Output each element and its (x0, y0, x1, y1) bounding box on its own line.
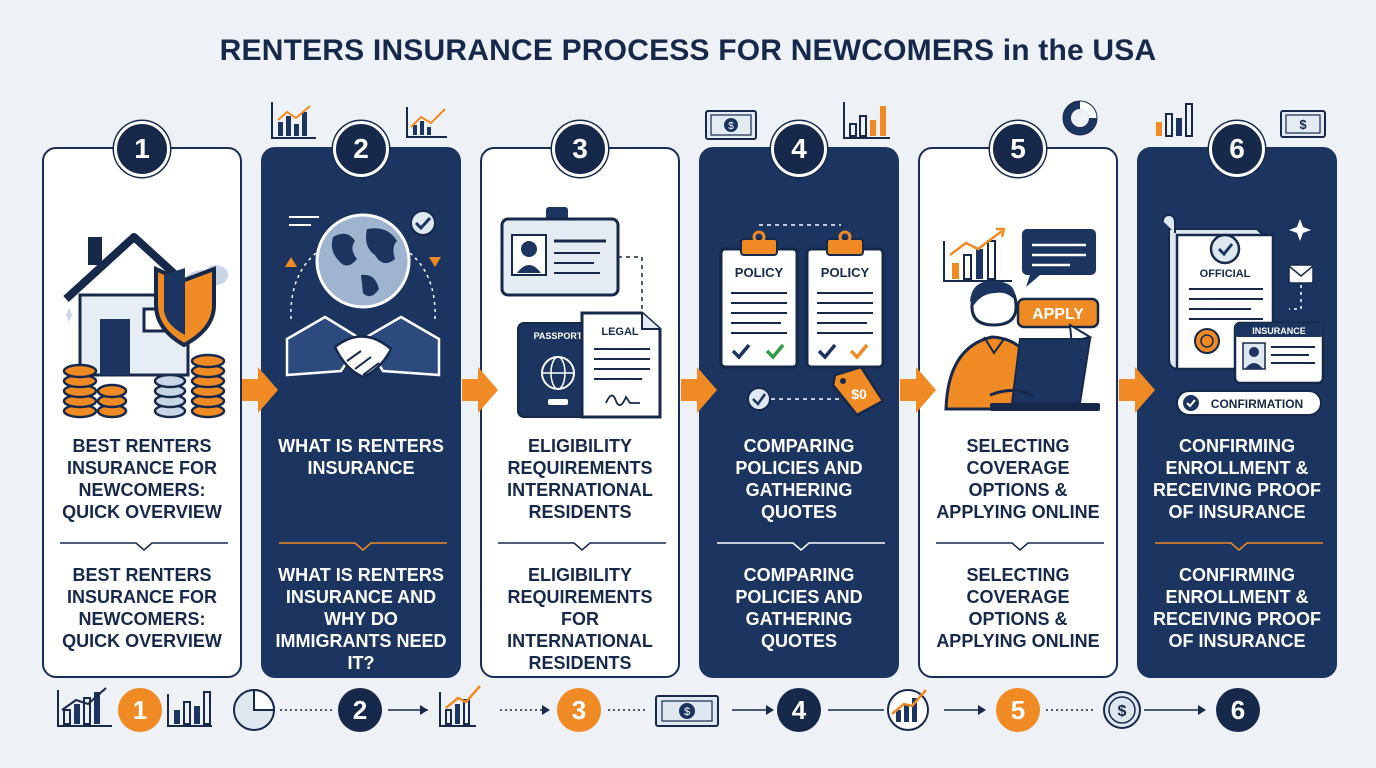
divider (717, 542, 885, 551)
bar-chart-icon (167, 691, 212, 727)
divider (279, 542, 447, 551)
step-card-6: 6 OFFICIAL INSURANCE CONFIRMATION CONFIR… (1137, 121, 1337, 678)
arrow-right-icon (242, 367, 278, 413)
step-number-badge: 6 (1209, 121, 1265, 177)
policy-clipboards-icon: POLICY POLICY $0 (719, 224, 885, 417)
id-passport-legal-icon: PASSPORT LEGAL (500, 207, 662, 419)
timeline-step-5: 5 (996, 688, 1040, 732)
passport-label: PASSPORT (534, 331, 583, 341)
step-card-3: 3 PASSPORT LEGAL ELIGIBILITY REQUIREMENT… (480, 121, 680, 678)
step-heading: ELIGIBILITY REQUIREMENTS INTERNATIONAL R… (507, 436, 653, 522)
official-label: OFFICIAL (1200, 268, 1251, 280)
line-chart-icon (439, 685, 481, 727)
divider (498, 542, 666, 551)
page-title: RENTERS INSURANCE PROCESS FOR NEWCOMERS … (219, 34, 1157, 67)
svg-text:$: $ (684, 706, 690, 718)
step-heading: BEST RENTERS INSURANCE FOR NEWCOMERS: QU… (62, 436, 222, 522)
money-bill-icon: $ (705, 110, 757, 140)
legal-label: LEGAL (601, 326, 639, 338)
step-heading: SELECTING COVERAGE OPTIONS & APPLYING ON… (936, 436, 1100, 522)
step-card-2: 2 WHAT IS RENTERS INSURANCE WHAT IS RENT… (261, 121, 461, 678)
bar-chart-icon (843, 102, 890, 139)
timeline-step-6: 6 (1216, 688, 1260, 732)
price-tag-label: $0 (851, 386, 867, 402)
step-card-4: 4 POLICY POLICY $0 COMPARING POLICIES AN… (699, 121, 899, 678)
arrow-right-icon (900, 367, 936, 413)
step-heading: COMPARING POLICIES AND GATHERING QUOTES (735, 436, 863, 522)
svg-text:$: $ (1118, 703, 1127, 720)
step-subheading: CONFIRMING ENROLLMENT & RECEIVING PROOF … (1152, 565, 1322, 651)
house-shield-coins-icon (62, 233, 228, 419)
step-heading: WHAT IS RENTERS INSURANCE (278, 436, 444, 478)
divider (936, 542, 1104, 551)
step-number-badge: 5 (990, 121, 1046, 177)
bar-chart-icon (271, 102, 316, 139)
policy-label-b: POLICY (821, 265, 870, 280)
insurance-card-label: INSURANCE (1252, 326, 1306, 336)
svg-text:$: $ (728, 121, 734, 132)
line-chart-icon (57, 687, 112, 727)
dollar-coin-icon: $ (1103, 691, 1141, 729)
svg-text:$: $ (1299, 117, 1307, 132)
bar-chart-icon (1156, 103, 1193, 137)
growth-chart-icon (887, 689, 929, 731)
official-document-confirmation-icon: OFFICIAL INSURANCE CONFIRMATION (1162, 213, 1325, 416)
arrow-right-icon (462, 367, 498, 413)
timeline-step-1: 1 (118, 688, 162, 732)
step-subheading: SELECTING COVERAGE OPTIONS & APPLYING ON… (936, 565, 1100, 651)
step-number-badge: 4 (771, 121, 827, 177)
arrow-right-icon (681, 367, 717, 413)
divider (60, 542, 228, 551)
step-subheading: WHAT IS RENTERS INSURANCE AND WHY DO IMM… (275, 565, 447, 673)
bottom-timeline: $ $ (57, 685, 1206, 731)
apply-button-label: APPLY (1032, 306, 1084, 323)
policy-label-a: POLICY (735, 265, 784, 280)
timeline-step-3: 3 (557, 688, 601, 732)
step-subheading: COMPARING POLICIES AND GATHERING QUOTES (735, 565, 863, 651)
person-laptop-apply-icon: APPLY (943, 227, 1100, 411)
donut-chart-icon (1062, 100, 1098, 136)
line-chart-icon (406, 107, 447, 138)
timeline-step-2: 2 (338, 688, 382, 732)
step-card-5: 5 APPLY SELECTING COVERAGE OPTIONS & APP… (918, 121, 1118, 678)
divider (1155, 542, 1323, 551)
step-subheading: ELIGIBILITY REQUIREMENTS FOR INTERNATION… (507, 565, 653, 673)
arrow-right-icon (1119, 367, 1155, 413)
confirmation-label: CONFIRMATION (1211, 397, 1303, 411)
step-number-badge: 2 (333, 121, 389, 177)
money-bill-icon: $ (1280, 110, 1326, 138)
step-number-badge: 3 (552, 121, 608, 177)
timeline-step-4: 4 (777, 688, 821, 732)
pie-chart-icon (233, 688, 276, 731)
globe-handshake-icon (285, 210, 441, 379)
step-subheading: BEST RENTERS INSURANCE FOR NEWCOMERS: QU… (62, 565, 222, 651)
money-bill-icon: $ (655, 695, 719, 727)
step-number-badge: 1 (114, 121, 170, 177)
step-card-1: 1 BEST RENTERS INSURANCE FOR NEWCOMERS: … (42, 121, 242, 678)
step-heading: CONFIRMING ENROLLMENT & RECEIVING PROOF … (1152, 436, 1322, 522)
